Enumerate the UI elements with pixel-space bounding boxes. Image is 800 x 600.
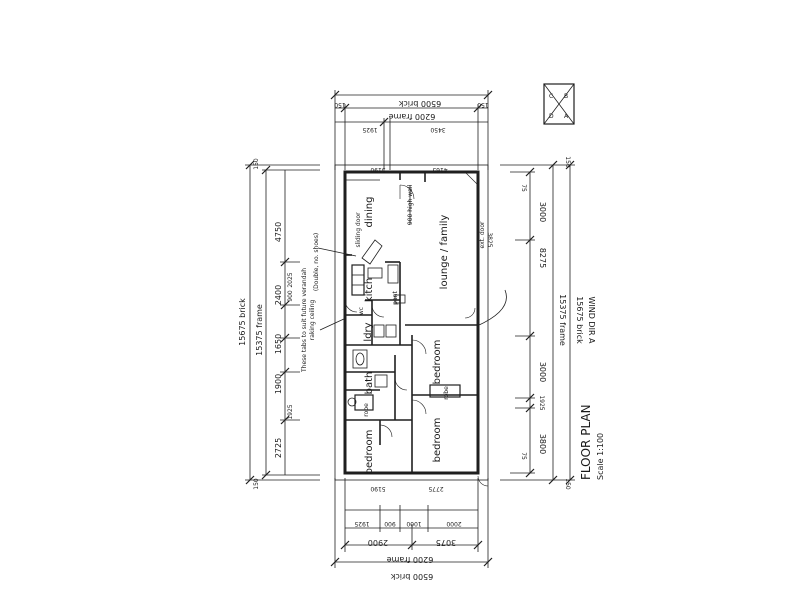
kitchen-fixtures <box>347 239 406 407</box>
dim-left-brick: 15675 brick <box>238 298 247 346</box>
note-900-high-wall: 900 high wall <box>407 185 414 226</box>
room-labels: dining lounge / family kitch pant ldry w… <box>358 197 450 475</box>
right-dimensions: 3000 8275 3000 1925 3800 15375 frame 156… <box>500 156 596 490</box>
room-bath: bath <box>364 372 375 395</box>
plan-title: FLOOR PLAN <box>579 404 593 480</box>
note-3cu: (Double, no. shoes) <box>313 233 320 291</box>
dim-right-150-top: 150 <box>564 156 571 168</box>
room-bedroom-left: bedroom <box>364 430 375 475</box>
dim-bottom-1925: 1925 <box>354 520 369 527</box>
room-lounge-family: lounge / family <box>439 215 450 290</box>
dim-left-1900: 1900 <box>274 374 283 394</box>
left-dimensions: 15675 brick 15375 frame 4750 2400 1650 1… <box>238 158 320 490</box>
dim-right-3000-mid: 3000 <box>538 362 547 382</box>
dim-right-3800: 3800 <box>538 434 547 454</box>
dim-left-2025: 2025 <box>287 272 294 287</box>
dim-right-150-bottom: 150 <box>564 478 571 490</box>
dim-top-150-left: 150 <box>334 101 346 108</box>
dim-right-3000-top: 3000 <box>538 202 547 222</box>
room-bedroom-upper: bedroom <box>432 340 443 385</box>
dim-right-frame: 15375 frame <box>558 294 567 346</box>
room-bedroom-mid: bedroom <box>432 418 443 463</box>
compass-letter-c: C <box>549 93 553 100</box>
dim-bottom-frame: 6200 frame <box>387 555 434 564</box>
dim-left-150-top: 150 <box>253 158 260 170</box>
room-kitchen: kitch <box>364 278 375 302</box>
room-robe-left: robe <box>363 403 370 417</box>
dim-top-150-right: 150 <box>477 101 489 108</box>
dim-right-75-bottom: 75 <box>520 452 527 460</box>
dim-inner-2775: 2775 <box>428 485 443 492</box>
dim-bottom-1000: 1000 <box>406 520 421 527</box>
dim-left-1650: 1650 <box>274 334 283 354</box>
dim-right-8275: 8275 <box>538 248 547 268</box>
dim-right-75-top: 75 <box>520 184 527 192</box>
dim-left-frame: 15375 frame <box>255 304 264 356</box>
note-ext-door: ext. door <box>479 221 486 248</box>
compass-letter-b: B <box>564 93 568 100</box>
dim-right-brick: 15675 brick <box>575 296 584 344</box>
room-laundry: ldry <box>363 322 374 341</box>
dim-inner-4165: 4165 <box>432 166 447 173</box>
room-robe-mid: robe <box>443 386 450 400</box>
compass-letter-d: D <box>549 113 554 120</box>
dim-left-2400: 2400 <box>274 285 283 305</box>
room-pantry: pant <box>392 291 399 305</box>
dim-right-1925: 1925 <box>538 395 545 410</box>
dim-right-wind: WIND DIR A <box>587 296 596 344</box>
top-dimensions: 6500 brick 6200 frame 1925 3450 150 150 <box>330 90 493 170</box>
bottom-dimensions: 1925 900 1000 2000 2900 3075 6200 frame … <box>330 478 493 581</box>
dim-top-1925: 1925 <box>362 126 377 133</box>
dim-left-900: 900 <box>287 290 294 302</box>
dim-top-brick: 6500 brick <box>398 99 441 108</box>
dim-bottom-900: 900 <box>384 520 396 527</box>
compass-letter-a: A <box>564 113 569 120</box>
dim-left-4750: 4750 <box>274 222 283 242</box>
plan-scale: Scale 1:100 <box>596 433 605 480</box>
note-raking-ceiling: raking ceiling <box>309 300 316 341</box>
dim-inner-5190-bottom: 5190 <box>370 485 385 492</box>
title-block: FLOOR PLAN Scale 1:100 <box>579 404 605 480</box>
dim-bottom-2900: 2900 <box>368 538 388 547</box>
dim-top-3450: 3450 <box>430 126 445 133</box>
dim-bottom-brick: 6500 brick <box>390 572 433 581</box>
dim-bottom-2000: 2000 <box>446 520 461 527</box>
dim-top-frame: 6200 frame <box>389 112 436 121</box>
note-future-verandah: These tabs to suit future verandah <box>301 268 308 373</box>
door-swings <box>344 171 489 487</box>
dim-left-150-bottom: 150 <box>253 478 260 490</box>
compass-symbol: C B D A <box>543 83 575 125</box>
building-walls <box>334 164 489 481</box>
dim-bottom-3075: 3075 <box>436 538 456 547</box>
dim-inner-3825: 3825 <box>486 232 493 247</box>
room-wc: wc <box>358 307 365 315</box>
dim-left-2725: 2725 <box>274 438 283 458</box>
note-sliding-door: sliding door <box>355 212 362 248</box>
room-dining: dining <box>364 197 375 228</box>
dim-inner-5190-top: 5190 <box>370 166 385 173</box>
interior-notes: 900 high wall sliding door ext. door (Do… <box>301 166 507 492</box>
dim-left-1925: 1925 <box>287 404 294 419</box>
